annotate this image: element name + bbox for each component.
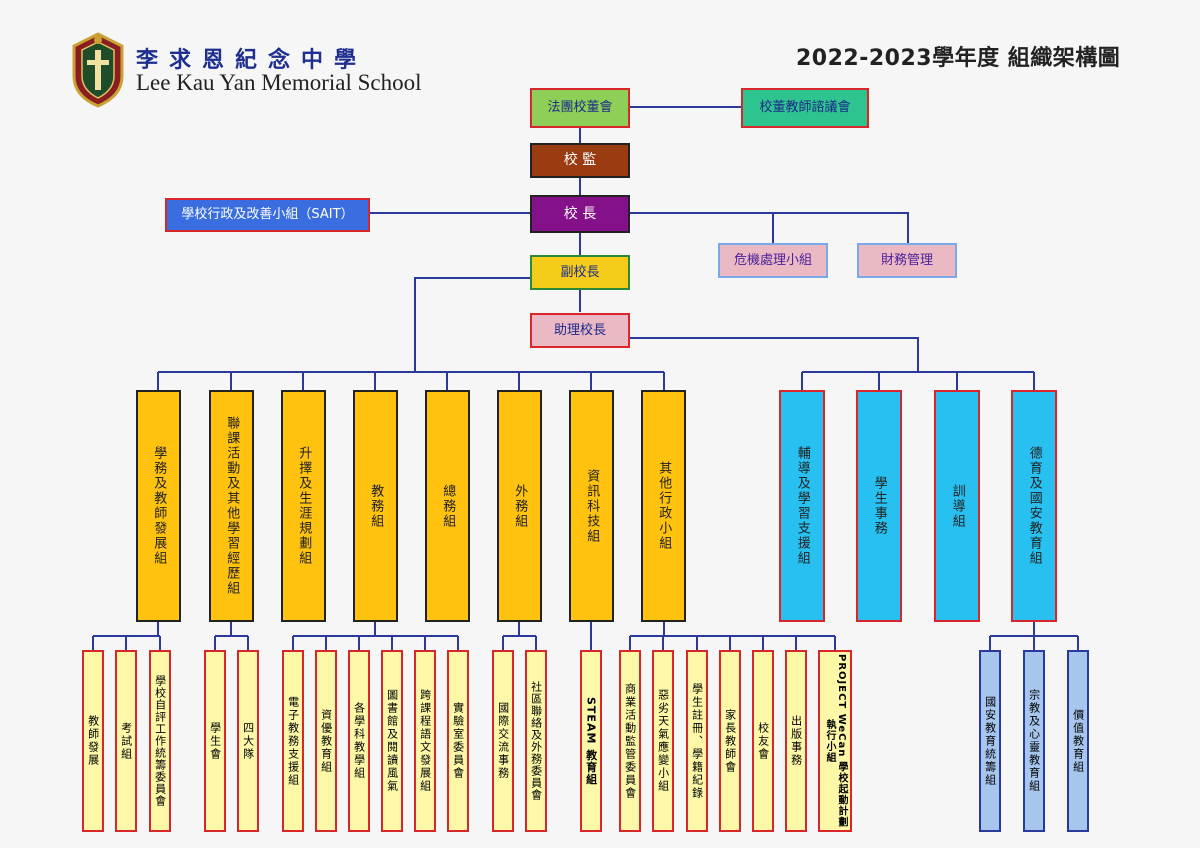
- ap-right-line: [630, 337, 919, 372]
- sub-commerce: 商業活動監管委員會: [619, 650, 641, 832]
- dept-moral: 德育及國安教育組: [1011, 390, 1057, 622]
- sub-gifted: 資優教育組: [315, 650, 337, 832]
- sub-e-teaching: 電子教務支援組: [282, 650, 304, 832]
- sub-self-eval: 學校自評工作統籌委員會: [149, 650, 171, 832]
- teacher-council-box: 校董教師諮議會: [741, 88, 869, 128]
- sub-pta: 家長教師會: [719, 650, 741, 832]
- school-name-chinese: 李求恩紀念中學: [136, 47, 368, 73]
- sub-exam: 考試組: [115, 650, 137, 832]
- sub-alumni: 校友會: [752, 650, 774, 832]
- assistant-principal-box: 助理校長: [530, 313, 630, 348]
- sub-weather: 惡劣天氣應變小組: [652, 650, 674, 832]
- sub-subjects: 各學科教學組: [348, 650, 370, 832]
- dept-it: 資訊科技組: [569, 390, 614, 622]
- dept-other-admin: 其他行政小組: [641, 390, 686, 622]
- sub-student-union: 學生會: [204, 650, 226, 832]
- sait-box: 學校行政及改善小組（SAIT）: [165, 198, 370, 232]
- vp-left-line: [414, 277, 530, 372]
- crisis-box: 危機處理小組: [718, 243, 828, 278]
- principal-right-line: [630, 212, 909, 243]
- sub-cross-lang: 跨課程語文發展組: [414, 650, 436, 832]
- sub-publication: 出版事務: [785, 650, 807, 832]
- sub-lab: 實驗室委員會: [447, 650, 469, 832]
- sub-wecan: PROJECT WeCan 學校起動計劃執行小組: [818, 650, 852, 832]
- dept-career: 升擇及生涯規劃組: [281, 390, 326, 622]
- dept-general: 總務組: [425, 390, 470, 622]
- sub-teacher-dev: 教師發展: [82, 650, 104, 832]
- page-title: 2022-2023學年度 組織架構圖: [796, 46, 1121, 71]
- sub-registration: 學生註冊、學籍紀錄: [686, 650, 708, 832]
- sub-religious: 宗教及心靈教育組: [1023, 650, 1045, 832]
- dept-discipline: 訓導組: [934, 390, 980, 622]
- sub-houses: 四大隊: [237, 650, 259, 832]
- dept-teaching: 教務組: [353, 390, 398, 622]
- dept-student-affairs: 學生事務: [856, 390, 902, 622]
- sub-intl: 國際交流事務: [492, 650, 514, 832]
- finance-box: 財務管理: [857, 243, 957, 278]
- school-crest-logo: [70, 32, 126, 108]
- board-box: 法團校董會: [530, 88, 630, 128]
- school-name-english: Lee Kau Yan Memorial School: [136, 70, 422, 95]
- dept-ole: 聯課活動及其他學習經歷組: [209, 390, 254, 622]
- sub-community: 社區聯絡及外務委員會: [525, 650, 547, 832]
- sub-steam: STEAM 教育組: [580, 650, 602, 832]
- dept-academic: 學務及教師發展組: [136, 390, 181, 622]
- supervisor-box: 校 監: [530, 143, 630, 178]
- dept-external: 外務組: [497, 390, 542, 622]
- sub-national-security: 國安教育統籌組: [979, 650, 1001, 832]
- sub-values: 價值教育組: [1067, 650, 1089, 832]
- sub-library: 圖書館及閱讀風氣: [381, 650, 403, 832]
- principal-box: 校 長: [530, 195, 630, 233]
- dept-guidance: 輔導及學習支援組: [779, 390, 825, 622]
- vice-principal-box: 副校長: [530, 255, 630, 290]
